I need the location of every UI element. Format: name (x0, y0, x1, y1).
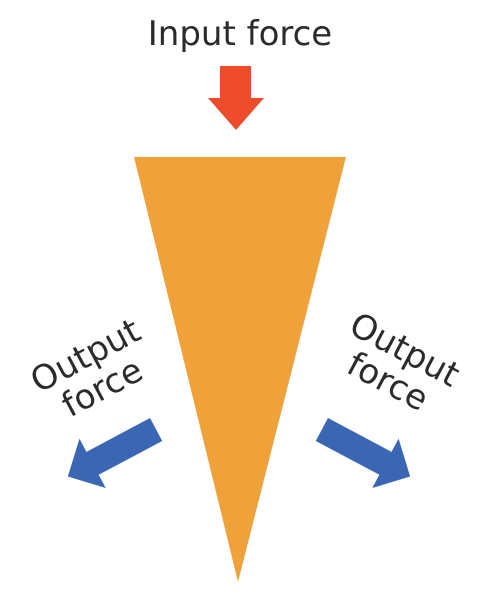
input-force-arrow (208, 66, 264, 130)
output-force-arrow-left (67, 418, 163, 489)
output-force-arrow-right (315, 418, 411, 489)
wedge (134, 157, 346, 582)
input-force-label: Input force (147, 14, 333, 54)
